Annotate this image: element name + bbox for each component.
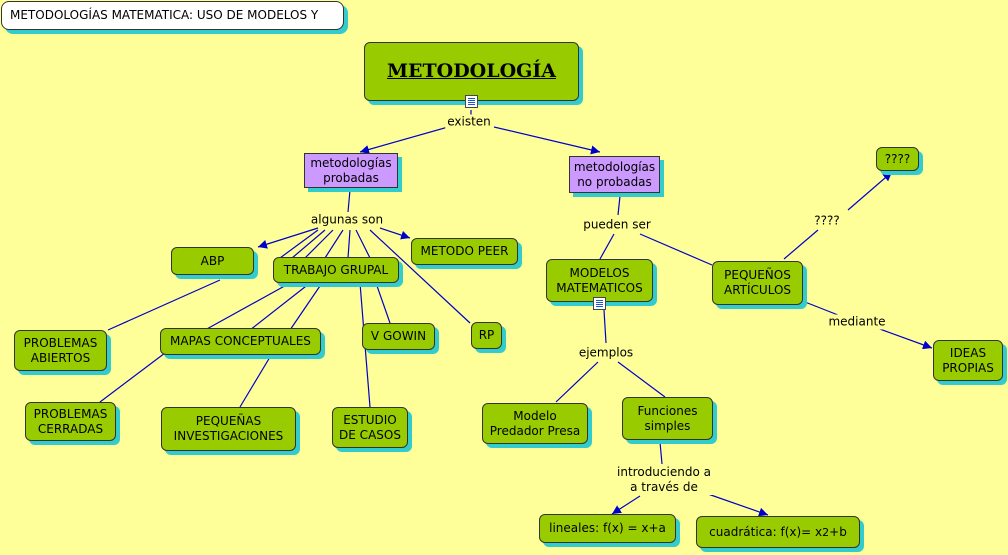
link-ejemplos-funciones [617,361,666,398]
link-trabajo-vgowin [375,282,391,324]
node-metodologia[interactable]: METODOLOGÍA [364,42,579,101]
link-algunas-estudio [347,229,351,259]
link-trabajo-mapas-1 [204,282,291,331]
node-metodologias-probadas[interactable]: metodologías probadas [304,153,398,188]
node-metodo-peer[interactable]: METODO PEER [411,238,518,265]
node-rp[interactable]: RP [471,322,502,349]
map-title: METODOLOGÍAS MATEMATICA: USO DE MODELOS … [1,1,344,30]
node-pequenos-articulos[interactable]: PEQUEÑOS ARTÍCULOS [712,261,803,305]
node-pequenas-investigaciones[interactable]: PEQUEÑAS INVESTIGACIONES [161,407,296,451]
link-algunas-vgowin [355,229,371,259]
link-algunas-rp [369,229,471,324]
link-algunas-trabajo-4 [324,229,344,259]
node-modelo-predador-presa[interactable]: Modelo Predador Presa [482,403,588,444]
node-funciones-simples[interactable]: Funciones simples [622,397,713,440]
link-label-mediante: mediante [826,314,888,330]
link-algunas-abp [257,227,319,249]
node-estudio-de-casos[interactable]: ESTUDIO DE CASOS [332,407,408,448]
link-algunas-peer [379,227,411,240]
node-modelos-matematicos[interactable]: MODELOS MATEMATICOS [546,259,653,302]
link-label-algunas-son: algunas son [308,212,386,228]
link-label-interrogacion: ???? [812,213,842,229]
link-trabajo-mapas-3 [289,282,323,331]
link-interrog-box [847,171,893,211]
link-algunas-trabajo-1 [279,229,319,259]
link-ejemplos-predador [555,361,599,403]
document-icon[interactable] [593,297,606,310]
link-intro-cuadratica [707,493,769,517]
link-existen-probadas [359,126,449,154]
link-algunas-trabajo-3 [304,229,334,259]
link-pueden-modelos [599,233,615,260]
link-pequenos-mediante [804,301,839,316]
cuadratica-exponent: 2 [822,525,830,539]
node-problemas-cerradas[interactable]: PROBLEMAS CERRADAS [25,402,116,441]
node-interrogacion[interactable]: ???? [876,147,919,171]
node-metodologias-no-probadas[interactable]: metodologías no probadas [569,156,660,193]
node-mapas-conceptuales[interactable]: MAPAS CONCEPTUALES [160,328,321,355]
node-trabajo-grupal[interactable]: TRABAJO GRUPAL [273,257,399,283]
node-lineales[interactable]: lineales: f(x) = x+a [539,514,676,543]
link-intro-lineales [611,495,641,515]
link-algunas-trabajo-2 [291,229,326,259]
link-funciones-intro [659,441,663,465]
link-mapas-investigaciones [239,356,271,408]
link-label-existen: existen [445,114,493,130]
link-label-ejemplos: ejemplos [576,345,636,361]
picture-icon[interactable] [465,95,478,108]
link-trabajo-mapas-2 [249,282,311,331]
node-abp[interactable]: ABP [171,247,254,275]
node-v-gowin[interactable]: V GOWIN [362,323,435,350]
link-probadas-algunas [347,189,351,213]
link-noprob-pueden [617,195,621,216]
cuadratica-tail: +b [829,524,847,539]
link-mapas-cerradas [99,352,166,403]
cuadratica-text: cuadrática: f(x)= x [709,524,823,539]
link-mediante-ideas [876,327,933,350]
link-modelos-ejemplos [603,309,607,344]
link-label-introduciendo: introduciendo a a través de [615,465,713,495]
link-existen-no-probadas [493,126,601,155]
node-ideas-propias[interactable]: IDEAS PROPIAS [933,340,1003,381]
node-problemas-abiertos[interactable]: PROBLEMAS ABIERTOS [14,330,107,371]
link-pequenos-interrog [783,229,819,260]
link-pueden-pequenos [639,233,713,266]
link-abp-problemas [107,279,221,331]
link-label-pueden-ser: pueden ser [581,217,653,233]
